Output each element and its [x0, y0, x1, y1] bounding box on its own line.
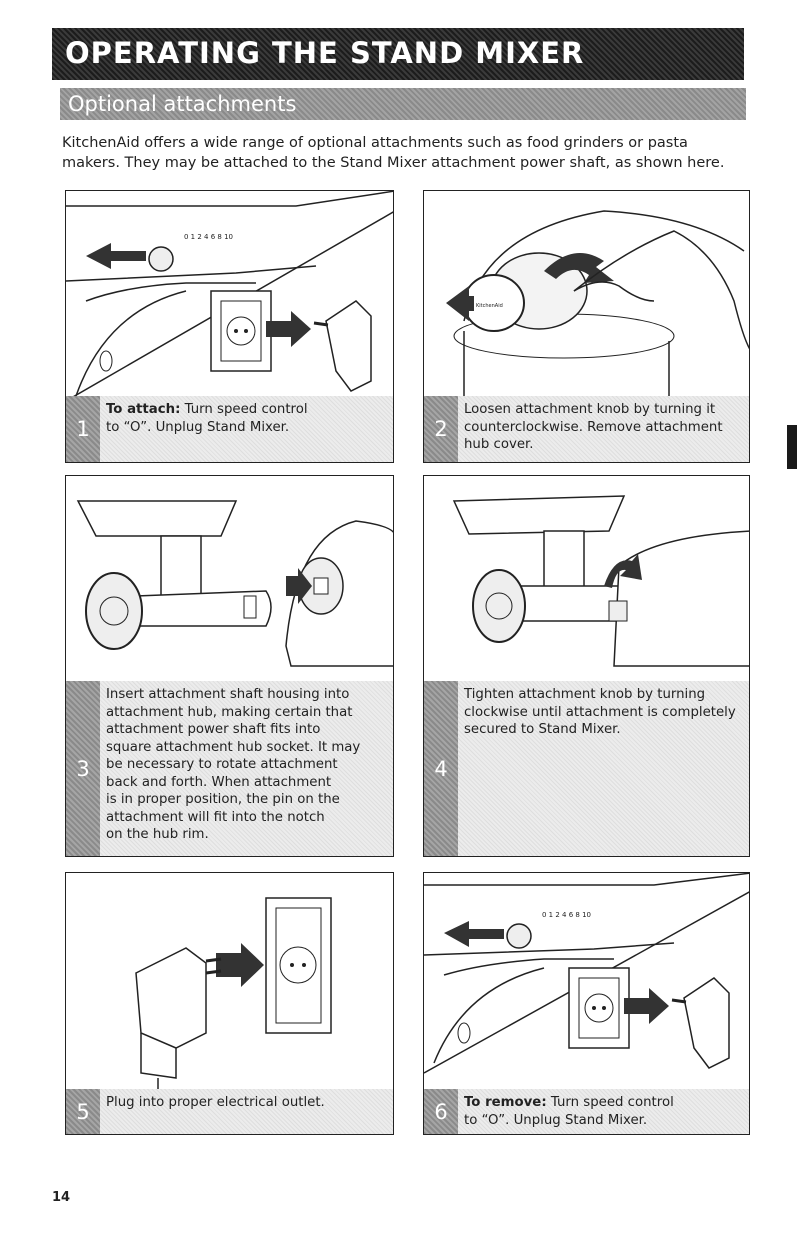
- step-panel-3: 3 Insert attachment shaft housing into a…: [65, 475, 394, 857]
- wall-outlet-icon: [211, 291, 271, 371]
- step-panel-1: 0 1 2 4 6 8 10 1 To attach: Turn speed c…: [65, 190, 394, 463]
- step-text-line: Insert attachment shaft housing into: [106, 686, 387, 704]
- step-caption-6: 6 To remove: Turn speed control to “O”. …: [424, 1089, 749, 1134]
- speed-knob-icon: [507, 924, 531, 948]
- step-panel-4: 4 Tighten attachment knob by turning clo…: [423, 475, 750, 857]
- step-text-line: Plug into proper electrical outlet.: [106, 1094, 387, 1112]
- right-arrow-icon: [216, 943, 264, 987]
- step-number: 4: [424, 681, 458, 856]
- step-caption-2: 2 Loosen attachment knob by turning it c…: [424, 396, 749, 462]
- step-text-line: clockwise until attachment is completely: [464, 704, 743, 722]
- plug-icon: [136, 948, 206, 1048]
- intro-line: KitchenAid offers a wide range of option…: [62, 133, 752, 153]
- step-caption-3: 3 Insert attachment shaft housing into a…: [66, 681, 393, 856]
- step-text-line: attachment power shaft fits into: [106, 721, 387, 739]
- step-text-line: secured to Stand Mixer.: [464, 721, 743, 739]
- brand-mark-label: KitchenAid: [476, 303, 503, 309]
- page-title: OPERATING THE STAND MIXER: [65, 36, 584, 70]
- step-text-line: counterclockwise. Remove attachment: [464, 419, 743, 437]
- step-text-line: hub cover.: [464, 436, 743, 454]
- step-text-line: back and forth. When attachment: [106, 774, 387, 792]
- step-number: 1: [66, 396, 100, 462]
- intro-line: makers. They may be attached to the Stan…: [62, 153, 752, 173]
- wall-outlet-icon: [569, 968, 629, 1048]
- grinder-ring-icon: [86, 573, 142, 649]
- step-text-line: on the hub rim.: [106, 826, 387, 844]
- section-heading-bar: Optional attachments: [60, 88, 746, 120]
- step-text-line: Loosen attachment knob by turning it: [464, 401, 743, 419]
- attachment-knob-icon: [609, 601, 627, 621]
- step-text-line: Turn speed control: [180, 402, 307, 417]
- left-arrow-icon: [444, 921, 504, 947]
- page-number: 14: [52, 1190, 70, 1205]
- speed-knob-icon: [149, 247, 173, 271]
- step-caption-4: 4 Tighten attachment knob by turning clo…: [424, 681, 749, 856]
- left-arrow-icon: [86, 243, 146, 269]
- step-text-line: Tighten attachment knob by turning: [464, 686, 743, 704]
- step-label: To attach:: [106, 402, 180, 417]
- step-text-line: is in proper position, the pin on the: [106, 791, 387, 809]
- step-text-line: be necessary to rotate attachment: [106, 756, 387, 774]
- right-arrow-icon: [624, 988, 669, 1024]
- plug-icon: [684, 978, 729, 1068]
- step-panel-6: 0 1 2 4 6 8 10 6 To remove: Turn speed c…: [423, 872, 750, 1135]
- step-text-line: square attachment hub socket. It may: [106, 739, 387, 757]
- step-number: 5: [66, 1089, 100, 1134]
- speed-scale-label: 0 1 2 4 6 8 10: [184, 233, 233, 241]
- step-panel-5: 5 Plug into proper electrical outlet.: [65, 872, 394, 1135]
- speed-scale-label: 0 1 2 4 6 8 10: [542, 911, 591, 919]
- chapter-tab-marker: [787, 425, 797, 469]
- step-caption-1: 1 To attach: Turn speed control to “O”. …: [66, 396, 393, 462]
- step-text-line: to “O”. Unplug Stand Mixer.: [106, 419, 387, 437]
- step-text-line: attachment will fit into the notch: [106, 809, 387, 827]
- step-number: 3: [66, 681, 100, 856]
- step-panel-2: KitchenAid 2 Loosen attachment knob by t…: [423, 190, 750, 463]
- intro-paragraph: KitchenAid offers a wide range of option…: [62, 133, 752, 173]
- step-text-line: Turn speed control: [547, 1095, 674, 1110]
- step-number: 2: [424, 396, 458, 462]
- grinder-tray-icon: [454, 496, 624, 534]
- section-heading: Optional attachments: [68, 92, 296, 116]
- step-text-line: attachment hub, making certain that: [106, 704, 387, 722]
- step-text-line: to “O”. Unplug Stand Mixer.: [464, 1112, 743, 1130]
- right-arrow-icon: [266, 311, 311, 347]
- step-label: To remove:: [464, 1095, 547, 1110]
- grinder-ring-icon: [473, 570, 525, 642]
- page-title-bar: OPERATING THE STAND MIXER: [52, 28, 744, 80]
- plug-icon: [326, 301, 371, 391]
- grinder-tray-icon: [78, 501, 236, 536]
- step-caption-5: 5 Plug into proper electrical outlet.: [66, 1089, 393, 1134]
- step-number: 6: [424, 1089, 458, 1134]
- hand-icon: [574, 231, 750, 351]
